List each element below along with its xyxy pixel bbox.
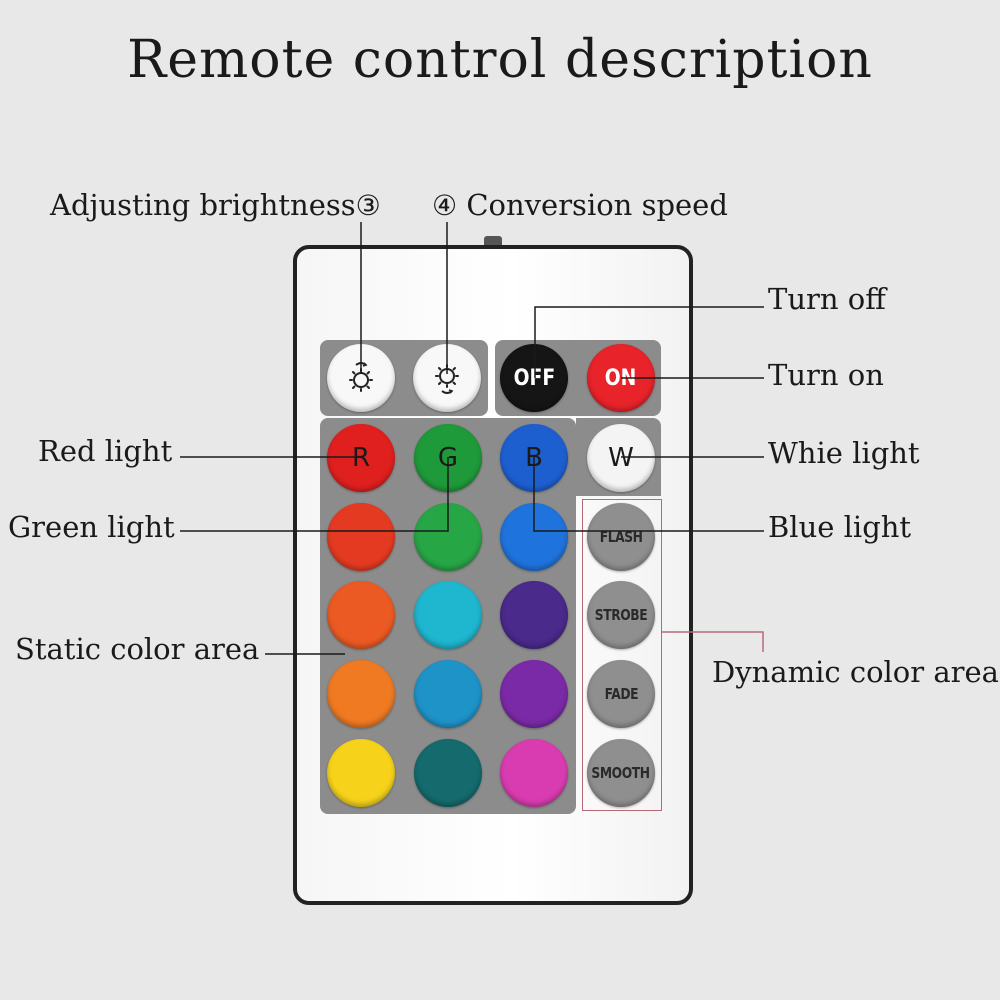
green-button[interactable]: G (414, 424, 482, 492)
flash-button[interactable]: FLASH (587, 503, 655, 571)
label-adjusting-brightness: Adjusting brightness③ (50, 188, 381, 222)
off-button-label: OFF (513, 365, 555, 391)
color-button[interactable] (500, 660, 568, 728)
label-blue-light: Blue light (768, 510, 912, 544)
smooth-button[interactable]: SMOOTH (587, 739, 655, 807)
fade-button-label: FADE (604, 685, 638, 703)
flash-button-label: FLASH (599, 528, 643, 546)
blue-button-label: B (525, 443, 543, 473)
white-button[interactable]: W (587, 424, 655, 492)
brightness-down-button[interactable] (413, 344, 481, 412)
off-button[interactable]: OFF (500, 344, 568, 412)
blue-button[interactable]: B (500, 424, 568, 492)
brightness-down-icon (435, 364, 459, 394)
green-button-label: G (437, 443, 459, 473)
color-button[interactable] (414, 660, 482, 728)
page-title: Remote control description (127, 30, 873, 90)
brightness-up-icon (349, 362, 373, 392)
red-button[interactable]: R (327, 424, 395, 492)
white-button-label: W (608, 443, 634, 473)
color-button[interactable] (414, 739, 482, 807)
fade-button[interactable]: FADE (587, 660, 655, 728)
brightness-up-button[interactable] (327, 344, 395, 412)
label-white-light: Whie light (768, 436, 920, 470)
label-red-light: Red light (38, 434, 173, 468)
label-turn-on: Turn on (768, 358, 884, 392)
label-adjusting-brightness-text: Adjusting brightness (50, 188, 356, 222)
strobe-button-label: STROBE (594, 606, 648, 624)
label-brightness-number: ③ (355, 189, 381, 222)
label-conversion-speed-text: Conversion speed (466, 188, 728, 222)
strobe-button[interactable]: STROBE (587, 581, 655, 649)
label-green-light: Green light (8, 510, 175, 544)
label-conversion-speed: ④ Conversion speed (432, 188, 728, 222)
on-button[interactable]: ON (587, 344, 655, 412)
color-button[interactable] (327, 503, 395, 571)
color-button[interactable] (327, 660, 395, 728)
label-static-color-area: Static color area (15, 632, 260, 666)
label-dynamic-color-area: Dynamic color area (712, 655, 999, 689)
label-turn-off: Turn off (768, 282, 886, 316)
color-button[interactable] (414, 503, 482, 571)
color-button[interactable] (500, 503, 568, 571)
color-button[interactable] (500, 581, 568, 649)
color-button[interactable] (327, 739, 395, 807)
red-button-label: R (351, 443, 371, 473)
on-button-label: ON (605, 365, 637, 391)
smooth-button-label: SMOOTH (591, 764, 651, 782)
color-button[interactable] (414, 581, 482, 649)
label-speed-number: ④ (432, 189, 458, 222)
color-button[interactable] (327, 581, 395, 649)
color-button[interactable] (500, 739, 568, 807)
